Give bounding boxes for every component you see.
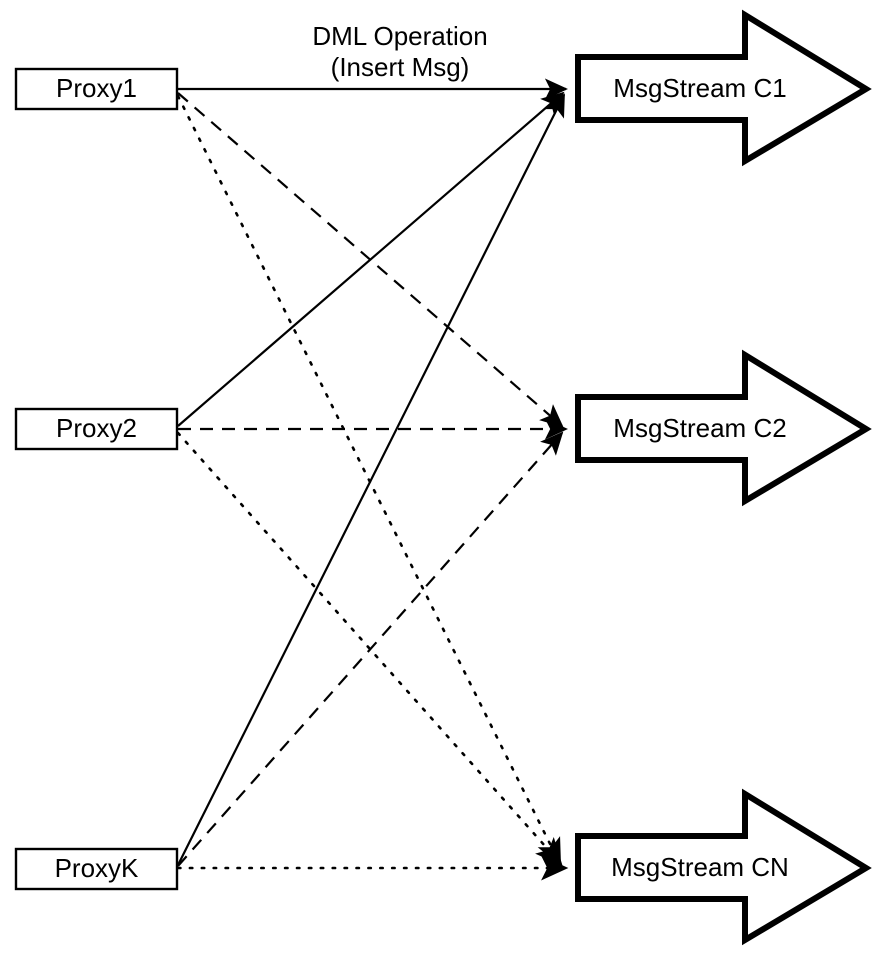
c1-label: MsgStream C1 [613, 73, 786, 103]
c2-block-arrow-shape[interactable] [575, 349, 872, 507]
proxy-node-proxy2[interactable]: Proxy2 [14, 407, 179, 451]
proxy1-label: Proxy1 [56, 73, 137, 103]
proxyk-label: ProxyK [55, 853, 139, 883]
edge-proxyk-to-c2 [177, 431, 564, 867]
proxyk-box[interactable] [14, 847, 179, 891]
proxy2-label: Proxy2 [56, 413, 137, 443]
proxy-node-proxyk[interactable]: ProxyK [14, 847, 179, 891]
c2-label: MsgStream C2 [613, 413, 786, 443]
stream-node-c1[interactable]: MsgStream C1 [575, 9, 872, 167]
proxy1-box[interactable] [14, 67, 179, 111]
edge-caption-line1: DML Operation [312, 21, 487, 51]
edge-proxy1-to-cn [176, 94, 562, 867]
c1-block-arrow-shape[interactable] [575, 9, 872, 167]
cn-block-arrow-shape[interactable] [575, 788, 872, 946]
edge-proxyk-to-c1 [177, 93, 565, 866]
edge-caption-line2: (Insert Msg) [331, 52, 470, 82]
stream-node-c2[interactable]: MsgStream C2 [575, 349, 872, 507]
proxy2-box[interactable] [14, 407, 179, 451]
edge-caption: DML Operation (Insert Msg) [312, 21, 487, 82]
edge-group-proxyk [176, 93, 569, 881]
proxy-node-proxy1[interactable]: Proxy1 [14, 67, 179, 111]
cn-label: MsgStream CN [611, 852, 789, 882]
stream-node-cn[interactable]: MsgStream CN [575, 788, 872, 946]
edge-proxy2-to-c1 [177, 91, 565, 427]
